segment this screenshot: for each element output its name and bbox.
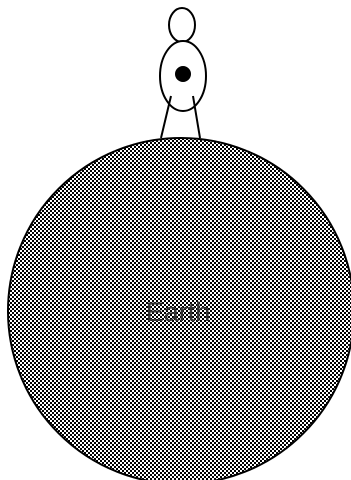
- person-head: [169, 8, 195, 42]
- standing-person-icon: [160, 8, 206, 138]
- person-left-leg: [161, 96, 171, 138]
- earth-label: Earth: [146, 297, 211, 327]
- person-center-dot: [175, 66, 191, 82]
- earth-globe: Earth: [8, 138, 351, 480]
